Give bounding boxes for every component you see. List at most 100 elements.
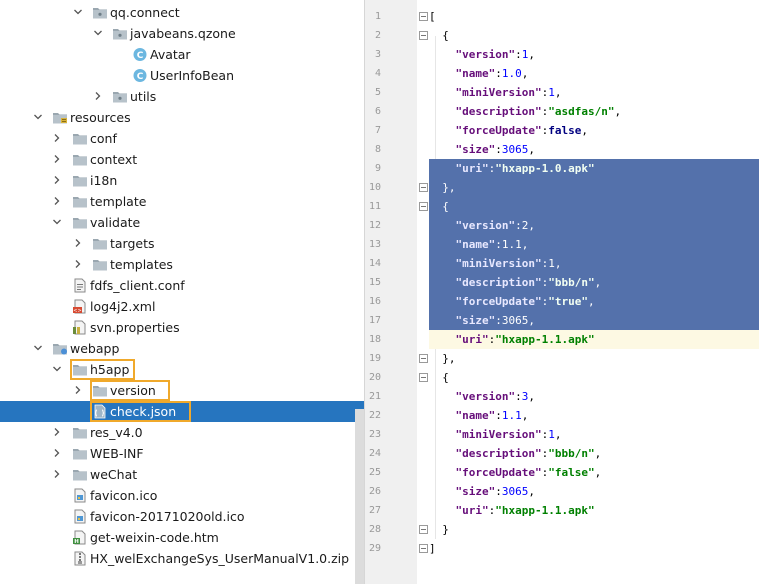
tree-item[interactable]: h5app: [0, 359, 364, 380]
code-line[interactable]: {: [429, 368, 759, 387]
chevron-down-icon[interactable]: [93, 28, 103, 38]
chevron-right-icon[interactable]: [93, 91, 103, 101]
code-line[interactable]: "size":3065,: [429, 482, 759, 501]
code-line[interactable]: "size":3065,: [429, 140, 759, 159]
line-number: 18: [368, 334, 381, 345]
code-line[interactable]: "description":"asdfas/n",: [429, 102, 759, 121]
code-line[interactable]: "forceUpdate":"false",: [429, 463, 759, 482]
tree-item[interactable]: fdfs_client.conf: [0, 275, 364, 296]
code-line[interactable]: "name":1.1,: [429, 406, 759, 425]
fold-marker-icon[interactable]: [419, 183, 428, 192]
code-line[interactable]: "miniVersion":1,: [429, 425, 759, 444]
tree-item[interactable]: version: [0, 380, 364, 401]
fold-marker-icon[interactable]: [419, 354, 428, 363]
code-line[interactable]: {: [429, 26, 759, 45]
code-line[interactable]: {: [429, 197, 759, 216]
code-token: "forceUpdate": [455, 124, 542, 137]
tree-item[interactable]: favicon.ico: [0, 485, 364, 506]
chevron-right-icon[interactable]: [52, 175, 62, 185]
chevron-right-icon[interactable]: [73, 238, 83, 248]
code-token: :: [541, 466, 549, 479]
tree-item[interactable]: templates: [0, 254, 364, 275]
tree-item[interactable]: webapp: [0, 338, 364, 359]
fold-marker-icon[interactable]: [419, 373, 428, 382]
line-number: 15: [368, 277, 381, 288]
code-line[interactable]: "name":1.0,: [429, 64, 759, 83]
fold-marker-icon[interactable]: [419, 12, 428, 21]
tree-item-label: conf: [90, 131, 117, 146]
chevron-right-icon[interactable]: [73, 385, 83, 395]
chevron-right-icon[interactable]: [52, 154, 62, 164]
tree-item[interactable]: <>log4j2.xml: [0, 296, 364, 317]
fold-marker-icon[interactable]: [419, 544, 428, 553]
code-line[interactable]: "description":"bbb/n",: [429, 273, 759, 292]
tree-scrollbar[interactable]: [355, 409, 364, 584]
code-line[interactable]: "uri":"hxapp-1.1.apk": [429, 330, 759, 349]
folder-icon: [72, 131, 88, 146]
code-line[interactable]: },: [429, 178, 759, 197]
tree-item[interactable]: targets: [0, 233, 364, 254]
tree-item[interactable]: weChat: [0, 464, 364, 485]
code-line[interactable]: "version":2,: [429, 216, 759, 235]
code-token: "forceUpdate": [455, 295, 542, 308]
code-token: ,: [521, 409, 529, 422]
code-token: :: [515, 48, 522, 61]
code-line[interactable]: "forceUpdate":"true",: [429, 292, 759, 311]
tree-item[interactable]: conf: [0, 128, 364, 149]
code-line[interactable]: "version":3,: [429, 387, 759, 406]
tree-item-label: templates: [110, 257, 173, 272]
code-line[interactable]: ]: [429, 539, 759, 558]
tree-item[interactable]: svn.properties: [0, 317, 364, 338]
tree-item-label: javabeans.qzone: [130, 26, 236, 41]
fold-marker-icon[interactable]: [419, 31, 428, 40]
chevron-down-icon[interactable]: [52, 217, 62, 227]
line-number: 27: [368, 505, 381, 516]
code-line[interactable]: "description":"bbb/n",: [429, 444, 759, 463]
tree-item[interactable]: i18n: [0, 170, 364, 191]
fold-marker-icon[interactable]: [419, 202, 428, 211]
tree-item[interactable]: qq.connect: [0, 2, 364, 23]
tree-item[interactable]: favicon-20171020old.ico: [0, 506, 364, 527]
tree-item[interactable]: context: [0, 149, 364, 170]
code-line[interactable]: "forceUpdate":false,: [429, 121, 759, 140]
code-token: "uri": [455, 504, 489, 517]
tree-item[interactable]: javabeans.qzone: [0, 23, 364, 44]
tree-item[interactable]: res_v4.0: [0, 422, 364, 443]
chevron-right-icon[interactable]: [52, 427, 62, 437]
chevron-down-icon[interactable]: [33, 112, 43, 122]
code-token: false: [548, 124, 582, 137]
tree-item[interactable]: utils: [0, 86, 364, 107]
code-line[interactable]: [: [429, 7, 759, 26]
tree-item[interactable]: check.json: [0, 401, 364, 422]
chevron-down-icon[interactable]: [52, 364, 62, 374]
code-line[interactable]: "version":1,: [429, 45, 759, 64]
code-line[interactable]: "uri":"hxapp-1.1.apk": [429, 501, 759, 520]
code-line[interactable]: "miniVersion":1,: [429, 254, 759, 273]
chevron-right-icon[interactable]: [73, 259, 83, 269]
code-line[interactable]: "uri":"hxapp-1.0.apk": [429, 159, 759, 178]
svg-text:C: C: [137, 72, 144, 82]
code-token: :: [541, 276, 549, 289]
tree-item[interactable]: WEB-INF: [0, 443, 364, 464]
fold-marker-icon[interactable]: [419, 525, 428, 534]
chevron-down-icon[interactable]: [73, 7, 83, 17]
code-line[interactable]: "size":3065,: [429, 311, 759, 330]
chevron-right-icon[interactable]: [52, 133, 62, 143]
code-line[interactable]: }: [429, 520, 759, 539]
chevron-right-icon[interactable]: [52, 196, 62, 206]
code-line[interactable]: "miniVersion":1,: [429, 83, 759, 102]
code-line[interactable]: },: [429, 349, 759, 368]
chevron-right-icon[interactable]: [52, 448, 62, 458]
chevron-right-icon[interactable]: [52, 469, 62, 479]
tree-item[interactable]: validate: [0, 212, 364, 233]
tree-item[interactable]: template: [0, 191, 364, 212]
code-line[interactable]: "name":1.1,: [429, 235, 759, 254]
tree-item-label: qq.connect: [110, 5, 180, 20]
tree-item[interactable]: resources: [0, 107, 364, 128]
chevron-down-icon[interactable]: [33, 343, 43, 353]
tree-item[interactable]: HX_welExchangeSys_UserManualV1.0.zip: [0, 548, 364, 569]
